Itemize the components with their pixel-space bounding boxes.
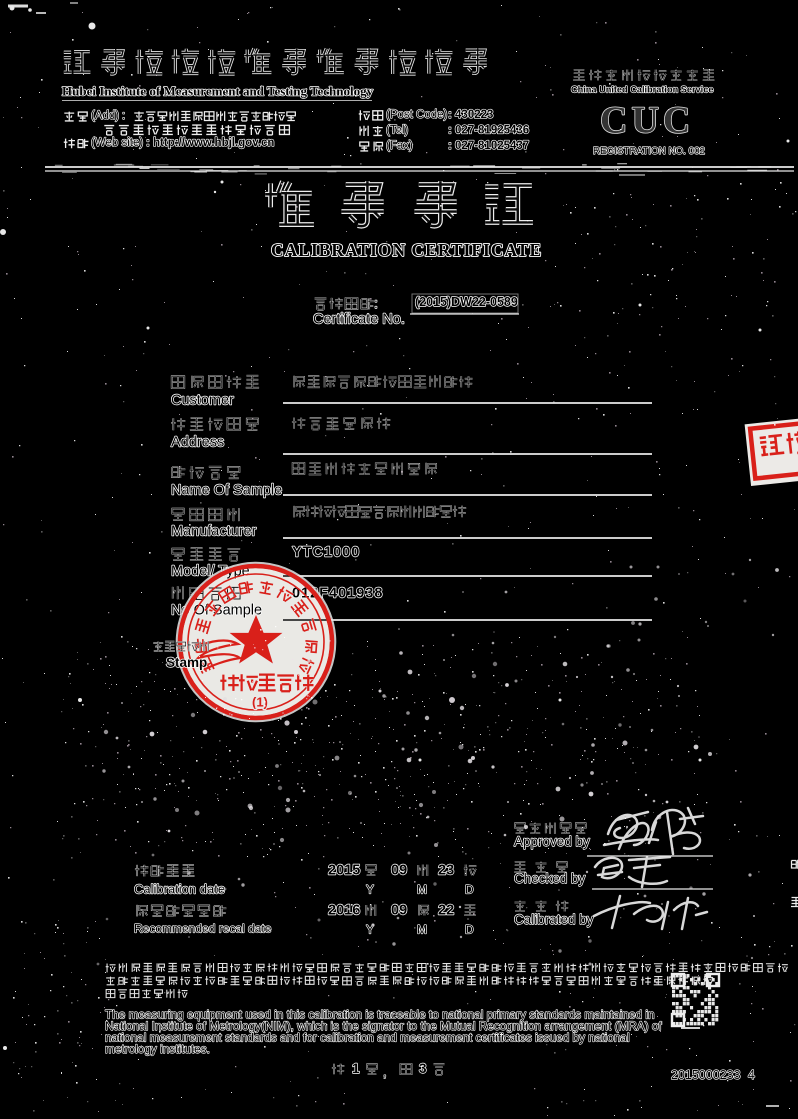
svg-text:2015000233: 2015000233: [671, 1068, 741, 1082]
svg-text:China United Calibration Servi: China United Calibration Service: [571, 84, 713, 94]
svg-text:(Post Code): (Post Code): [386, 109, 448, 121]
svg-text:Calibration date: Calibration date: [134, 881, 225, 896]
svg-text:: 027-81925436: : 027-81925436: [448, 125, 529, 137]
svg-text:(Add): (Add): [91, 110, 119, 122]
svg-text:1: 1: [352, 1061, 360, 1076]
svg-text:Customer: Customer: [171, 393, 234, 409]
svg-text:22: 22: [438, 903, 454, 919]
svg-text:(Tel): (Tel): [386, 125, 409, 137]
svg-text:D: D: [465, 883, 474, 897]
svg-text:Approved by: Approved by: [514, 834, 590, 849]
svg-text:CUC: CUC: [600, 99, 694, 141]
svg-text:3: 3: [419, 1061, 427, 1076]
svg-text:national measurement standar: national measurement standards and for c…: [105, 1030, 630, 1044]
svg-text:M: M: [417, 883, 427, 897]
svg-text:09: 09: [391, 863, 407, 879]
svg-text:REGISTRATION NO. 002: REGISTRATION NO. 002: [593, 146, 705, 157]
svg-text:Checked by: Checked by: [514, 871, 586, 886]
svg-text:: 027-81025437: : 027-81025437: [448, 140, 529, 152]
svg-text:2016: 2016: [328, 903, 360, 919]
svg-text:YTC1000: YTC1000: [292, 545, 360, 561]
svg-text:Recommended recal date: Recommended recal date: [134, 922, 272, 936]
svg-text:Manufacturer: Manufacturer: [171, 524, 257, 540]
svg-text:,: ,: [383, 1064, 387, 1079]
svg-text:Address: Address: [171, 435, 224, 451]
svg-text:metrology institutes.: metrology institutes.: [105, 1042, 210, 1056]
svg-text:Name Of Sample: Name Of Sample: [171, 483, 282, 499]
svg-text:Y: Y: [366, 883, 374, 897]
svg-text:: http://www.hbjl.gov.cn: : http://www.hbjl.gov.cn: [146, 137, 274, 149]
svg-text:09: 09: [391, 903, 407, 919]
svg-text:4: 4: [748, 1068, 755, 1082]
svg-text:Calibrated by: Calibrated by: [514, 912, 594, 927]
svg-text:The measuring equipment used i: The measuring equipment used in this cal…: [105, 1007, 655, 1021]
svg-text:(2015)DW22-0589: (2015)DW22-0589: [415, 295, 518, 309]
svg-text::: :: [122, 110, 125, 122]
svg-text:: 430223: : 430223: [448, 109, 493, 121]
svg-text:012F401938: 012F401938: [292, 586, 383, 602]
svg-text:(Fax): (Fax): [386, 140, 413, 152]
svg-text:CALIBRATION CERTIFICATE: CALIBRATION CERTIFICATE: [271, 240, 542, 260]
svg-text:Hubei Institute of Measurement: Hubei Institute of Measurement and Testi…: [62, 83, 374, 98]
svg-text:23: 23: [438, 863, 454, 879]
svg-text::: :: [374, 295, 378, 311]
svg-text:Certificate No.: Certificate No.: [313, 312, 405, 328]
svg-text:M: M: [417, 923, 427, 937]
svg-text:National Institute of Metrolog: National Institute of Metrology(NIM), wh…: [105, 1019, 662, 1033]
svg-text:(Web site): (Web site): [91, 137, 143, 149]
svg-text:Stamp: Stamp: [166, 655, 207, 670]
svg-text:Y: Y: [366, 923, 374, 937]
svg-text:D: D: [465, 923, 474, 937]
svg-text:2015: 2015: [328, 863, 360, 879]
